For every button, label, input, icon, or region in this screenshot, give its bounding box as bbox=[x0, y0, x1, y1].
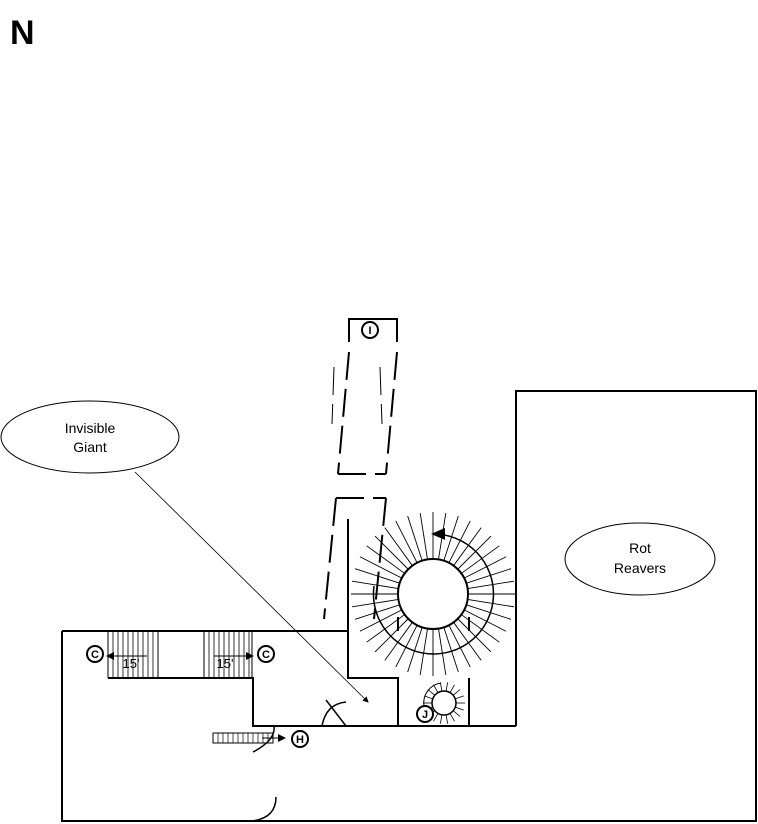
east-stair-length: 15' bbox=[217, 656, 234, 671]
west-stair: 15' bbox=[106, 630, 159, 678]
svg-text:H: H bbox=[296, 734, 304, 746]
north-passage bbox=[323, 318, 398, 620]
small-spiral-stair bbox=[421, 682, 465, 724]
marker-j: J bbox=[416, 705, 434, 723]
rot-reavers-line1: Rot bbox=[629, 540, 651, 556]
rot-reavers-line2: Reavers bbox=[614, 560, 666, 576]
west-stair-length: 15' bbox=[123, 656, 140, 671]
doors bbox=[251, 699, 347, 822]
h-stair bbox=[212, 732, 286, 744]
large-spiral-stair bbox=[351, 512, 515, 676]
marker-c-east: C bbox=[257, 645, 275, 663]
marker-i: I bbox=[361, 321, 379, 339]
inner-walls bbox=[108, 617, 516, 727]
north-label: N bbox=[10, 14, 35, 52]
invisible-giant-line1: Invisible bbox=[65, 420, 116, 436]
east-stair: 15' bbox=[203, 630, 254, 678]
svg-text:J: J bbox=[422, 709, 428, 721]
invisible-giant-callout: Invisible Giant bbox=[0, 400, 369, 703]
svg-text:C: C bbox=[91, 649, 99, 661]
svg-text:I: I bbox=[368, 325, 371, 337]
invisible-giant-line2: Giant bbox=[73, 439, 107, 455]
rot-reavers-callout: Rot Reavers bbox=[564, 522, 716, 596]
marker-h: H bbox=[291, 730, 309, 748]
marker-c-west: C bbox=[86, 645, 104, 663]
svg-text:C: C bbox=[262, 649, 270, 661]
